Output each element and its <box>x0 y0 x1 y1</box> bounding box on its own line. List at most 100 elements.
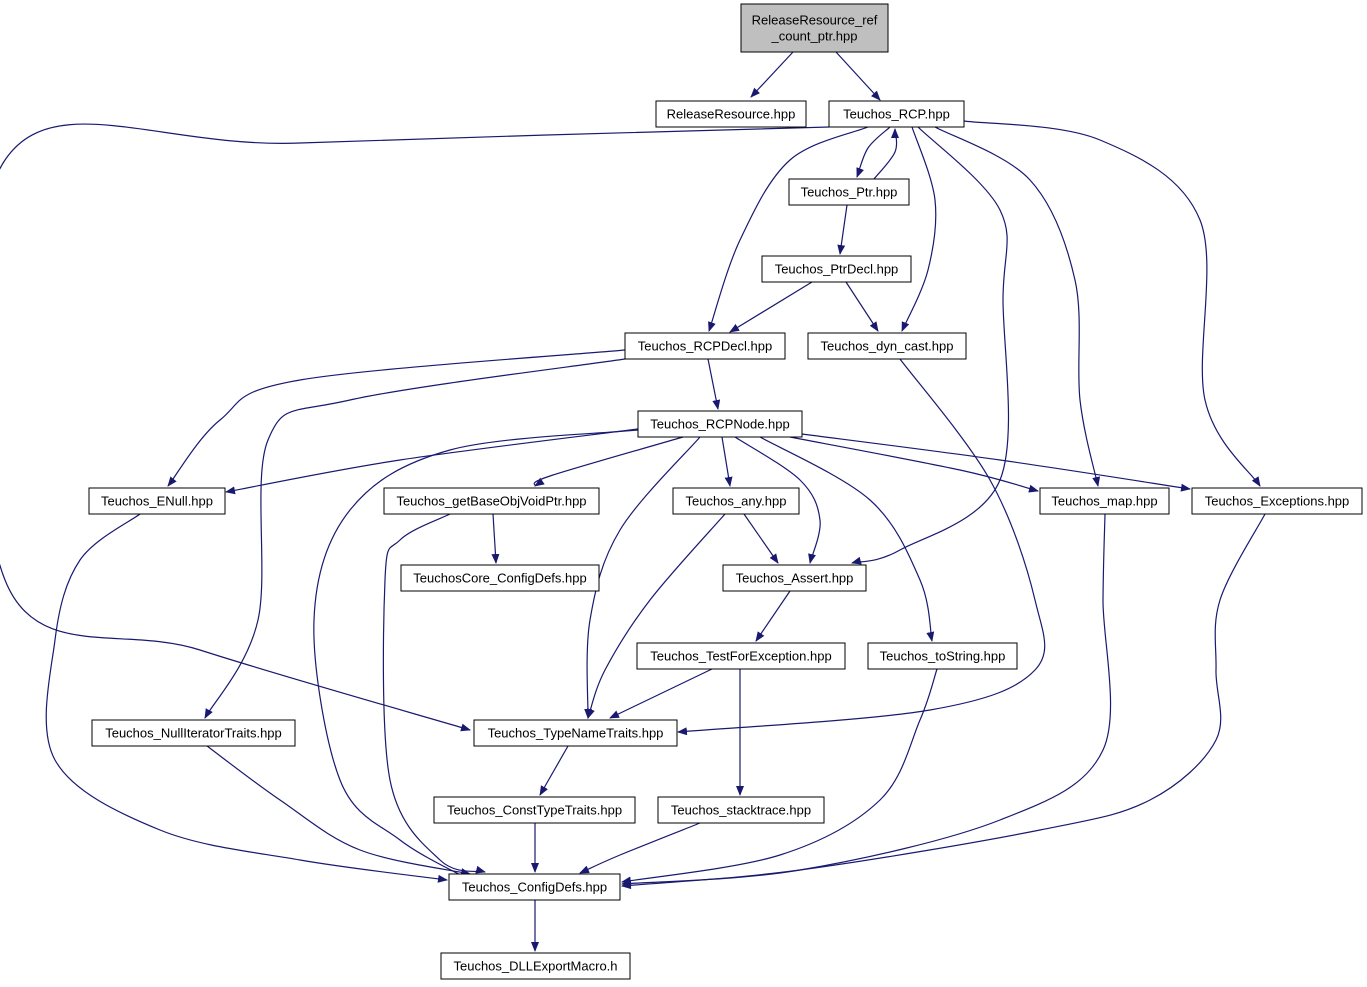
node-ptr-label-0: Teuchos_Ptr.hpp <box>801 185 898 200</box>
node-release_ref-label-1: _count_ptr.hpp <box>770 29 857 44</box>
node-release_ref[interactable]: ReleaseResource_ref_count_ptr.hpp <box>740 3 889 53</box>
node-rcpdecl[interactable]: Teuchos_RCPDecl.hpp <box>624 332 786 360</box>
edge-any-to-assert <box>743 513 779 564</box>
edge-assert-to-testforexc <box>755 590 791 642</box>
edge-rcpdecl-to-nulliter <box>204 358 626 719</box>
node-dllexport[interactable]: Teuchos_DLLExportMacro.h <box>440 952 631 980</box>
node-testforexc-box <box>636 642 846 670</box>
edge-ptrdecl-to-dyncast <box>845 281 879 332</box>
node-rcp-label-0: Teuchos_RCP.hpp <box>843 107 950 122</box>
edge-rcpnode-to-map <box>789 436 1039 493</box>
nodes-layer: ReleaseResource_ref_count_ptr.hppRelease… <box>88 3 1363 980</box>
node-nulliter-box <box>91 719 296 747</box>
node-release-box <box>655 100 807 128</box>
edge-rcpnode-to-tostring <box>759 436 935 642</box>
edge-rcp-to-dyncast <box>901 126 937 332</box>
node-rcp-box <box>828 100 965 128</box>
edge-any-to-typename <box>587 513 726 719</box>
node-map-label-0: Teuchos_map.hpp <box>1051 494 1157 509</box>
edges-layer <box>0 51 1266 952</box>
node-typename-box <box>473 719 678 747</box>
edge-rcp-to-assert <box>851 126 1010 565</box>
node-rcpnode-box <box>637 410 803 438</box>
node-configdefs-box <box>448 873 621 901</box>
edge-nulliter-to-configdefs <box>206 745 471 876</box>
edge-rcpnode-to-configdefs <box>313 429 639 881</box>
edge-rcpnode-to-typename <box>584 436 701 719</box>
edge-typename-to-consttype <box>539 745 569 796</box>
edge-testforexc-to-typename <box>609 668 713 719</box>
edge-ptrdecl-to-rcpdecl <box>729 281 813 333</box>
node-stacktrace[interactable]: Teuchos_stacktrace.hpp <box>657 796 825 824</box>
node-ptr-box <box>788 178 910 206</box>
node-any-label-0: Teuchos_any.hpp <box>686 494 787 509</box>
node-exceptions[interactable]: Teuchos_Exceptions.hpp <box>1191 487 1363 515</box>
edge-rcp-to-ptr <box>856 126 891 178</box>
node-consttype-box <box>433 796 636 824</box>
node-assert[interactable]: Teuchos_Assert.hpp <box>722 564 867 592</box>
edge-getbase-to-coreconfig <box>491 513 500 564</box>
node-getbase[interactable]: Teuchos_getBaseObjVoidPtr.hpp <box>383 487 600 515</box>
node-coreconfig-label-0: TeuchosCore_ConfigDefs.hpp <box>413 571 586 586</box>
edge-map-to-configdefs <box>621 513 1112 888</box>
node-consttype[interactable]: Teuchos_ConstTypeTraits.hpp <box>433 796 636 824</box>
node-typename-label-0: Teuchos_TypeNameTraits.hpp <box>488 726 664 741</box>
node-rcpnode[interactable]: Teuchos_RCPNode.hpp <box>637 410 803 438</box>
edge-release_ref-to-rcp <box>835 51 881 101</box>
node-dyncast[interactable]: Teuchos_dyn_cast.hpp <box>807 332 967 360</box>
node-assert-box <box>722 564 867 592</box>
node-map[interactable]: Teuchos_map.hpp <box>1039 487 1170 515</box>
node-stacktrace-label-0: Teuchos_stacktrace.hpp <box>671 803 811 818</box>
node-any-box <box>672 487 800 515</box>
node-typename[interactable]: Teuchos_TypeNameTraits.hpp <box>473 719 678 747</box>
node-tostring[interactable]: Teuchos_toString.hpp <box>867 642 1018 670</box>
edge-rcpnode-to-getbase <box>533 436 684 487</box>
node-nulliter[interactable]: Teuchos_NullIteratorTraits.hpp <box>91 719 296 747</box>
node-rcpdecl-box <box>624 332 786 360</box>
node-configdefs[interactable]: Teuchos_ConfigDefs.hpp <box>448 873 621 901</box>
node-exceptions-box <box>1191 487 1363 515</box>
edge-rcp-to-map <box>934 126 1101 487</box>
edge-rcp-to-typename <box>0 123 830 732</box>
node-ptrdecl-label-0: Teuchos_PtrDecl.hpp <box>775 262 899 277</box>
node-consttype-label-0: Teuchos_ConstTypeTraits.hpp <box>447 803 622 818</box>
node-release_ref-label-0: ReleaseResource_ref <box>752 13 878 28</box>
node-tostring-label-0: Teuchos_toString.hpp <box>880 649 1006 664</box>
node-enull[interactable]: Teuchos_ENull.hpp <box>88 487 226 515</box>
node-coreconfig-box <box>400 564 600 592</box>
node-getbase-label-0: Teuchos_getBaseObjVoidPtr.hpp <box>396 494 586 509</box>
node-dyncast-label-0: Teuchos_dyn_cast.hpp <box>821 339 954 354</box>
node-dyncast-box <box>807 332 967 360</box>
node-ptrdecl-box <box>761 255 912 283</box>
node-dllexport-box <box>440 952 631 980</box>
node-map-box <box>1039 487 1170 515</box>
edge-ptr-to-rcp <box>873 128 900 180</box>
edge-rcpnode-to-any <box>721 436 733 487</box>
node-rcpdecl-label-0: Teuchos_RCPDecl.hpp <box>638 339 772 354</box>
edge-dyncast-to-typename <box>677 358 1046 736</box>
edge-stacktrace-to-configdefs <box>579 822 701 874</box>
node-any[interactable]: Teuchos_any.hpp <box>672 487 800 515</box>
node-nulliter-label-0: Teuchos_NullIteratorTraits.hpp <box>105 726 282 741</box>
node-configdefs-label-0: Teuchos_ConfigDefs.hpp <box>462 880 607 895</box>
node-testforexc[interactable]: Teuchos_TestForException.hpp <box>636 642 846 670</box>
node-enull-label-0: Teuchos_ENull.hpp <box>101 494 213 509</box>
node-tostring-box <box>867 642 1018 670</box>
node-exceptions-label-0: Teuchos_Exceptions.hpp <box>1205 494 1350 509</box>
node-ptrdecl[interactable]: Teuchos_PtrDecl.hpp <box>761 255 912 283</box>
node-dllexport-label-0: Teuchos_DLLExportMacro.h <box>453 959 617 974</box>
edge-tostring-to-configdefs <box>621 668 938 885</box>
edge-rcpdecl-to-enull <box>167 349 626 487</box>
node-rcpnode-label-0: Teuchos_RCPNode.hpp <box>650 417 789 432</box>
edge-enull-to-configdefs <box>45 513 448 883</box>
node-assert-label-0: Teuchos_Assert.hpp <box>736 571 854 586</box>
edge-rcpnode-to-enull <box>225 428 639 495</box>
node-release[interactable]: ReleaseResource.hpp <box>655 100 807 128</box>
edge-rcpnode-to-assert <box>734 436 821 564</box>
node-coreconfig[interactable]: TeuchosCore_ConfigDefs.hpp <box>400 564 600 592</box>
node-ptr[interactable]: Teuchos_Ptr.hpp <box>788 178 910 206</box>
node-rcp[interactable]: Teuchos_RCP.hpp <box>828 100 965 128</box>
node-getbase-box <box>383 487 600 515</box>
node-release-label-0: ReleaseResource.hpp <box>667 107 796 122</box>
